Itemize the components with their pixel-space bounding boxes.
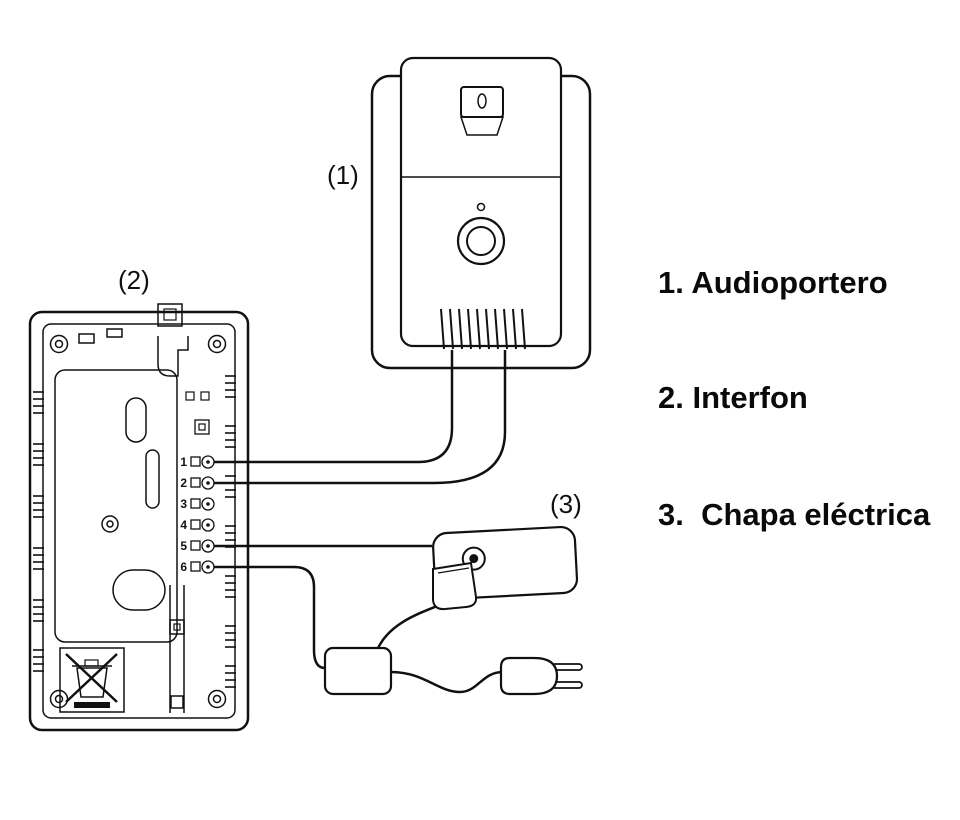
power-adapter-drawing: [323, 646, 393, 696]
callout-1-label: (1): [327, 160, 359, 190]
lock-cylinder: [461, 546, 486, 571]
callout-2-label: (2): [118, 265, 150, 295]
electric-lock-drawing: [432, 525, 579, 611]
connector-block: [194, 419, 210, 435]
cable-channel: [169, 585, 185, 713]
power-plug-drawing: [499, 656, 583, 696]
audioportero-drawing: [370, 56, 592, 370]
wires: [214, 350, 507, 694]
interfon-drawing: [28, 303, 250, 732]
weee-symbol: [59, 647, 125, 713]
corner-screws: [49, 334, 227, 709]
wire-adapter-to-plug: [390, 670, 504, 694]
callout-3-label: (3): [550, 489, 582, 519]
status-led: [476, 202, 486, 212]
wire-terminal6-to-adapter: [214, 565, 326, 670]
legend-item-interfon: 2. Interfon: [658, 380, 808, 415]
component-dot-right: [200, 391, 210, 401]
interfon-inner-frame: [42, 323, 236, 719]
plug-body: [499, 656, 559, 696]
interfon-outer-case: [28, 310, 250, 732]
interfon-main-panel: [54, 369, 178, 643]
camera-lens: [477, 93, 487, 109]
legend: 1. Audioportero 2. Interfon 3. Chapa elé…: [658, 265, 931, 532]
camera-hood: [459, 116, 505, 136]
legend-item-audioportero: 1. Audioportero: [658, 265, 888, 300]
call-button-inner: [466, 226, 496, 256]
terminal-label-4: 4: [180, 518, 187, 532]
lock-cylinder-center: [469, 554, 479, 564]
component-dot-left: [185, 391, 195, 401]
terminal-label-1: 1: [180, 455, 187, 469]
lock-latch-plate: [432, 561, 478, 611]
panel-screw: [101, 515, 119, 533]
terminal-label-5: 5: [180, 539, 187, 553]
wire-terminal2-to-audioportero: [214, 350, 507, 485]
call-button-outer: [456, 216, 506, 266]
panel-slot: [145, 449, 160, 509]
lock-latch-fold: [437, 567, 470, 574]
panel-oval-cutout: [125, 397, 147, 443]
adapter-body: [323, 646, 393, 696]
panel-screw-center: [106, 520, 114, 528]
top-cutout-left: [78, 333, 95, 344]
speaker-grille: [440, 308, 526, 350]
connector-block-inner: [198, 423, 206, 431]
mounting-hook: [157, 303, 189, 377]
panel-bottom-cutout: [112, 569, 166, 611]
legend-item-chapa-electrica: 3. Chapa eléctrica: [658, 497, 931, 532]
terminal-label-3: 3: [180, 497, 187, 511]
terminal-label-2: 2: [180, 476, 187, 490]
terminal-numbers: 1 2 3 4 5 6: [180, 455, 187, 574]
audioportero-body: [399, 56, 563, 348]
wire-terminal1-to-audioportero: [214, 350, 454, 464]
terminal-label-6: 6: [180, 560, 187, 574]
top-cutout-right: [106, 328, 123, 338]
